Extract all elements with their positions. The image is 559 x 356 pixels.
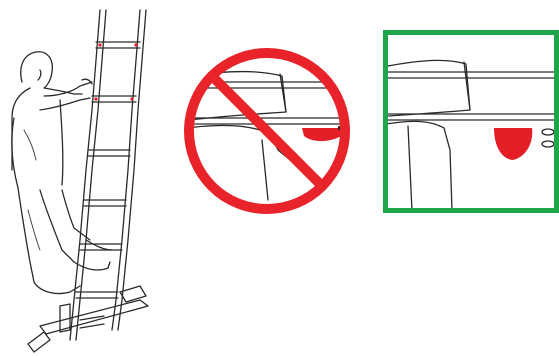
latch-engaged <box>494 128 532 160</box>
correct-latch-closeup <box>384 60 559 211</box>
climbing-person-figure <box>12 52 112 294</box>
wrong-latch-panel <box>180 53 360 209</box>
telescopic-ladder <box>28 10 148 352</box>
correct-latch-panel <box>384 33 559 212</box>
